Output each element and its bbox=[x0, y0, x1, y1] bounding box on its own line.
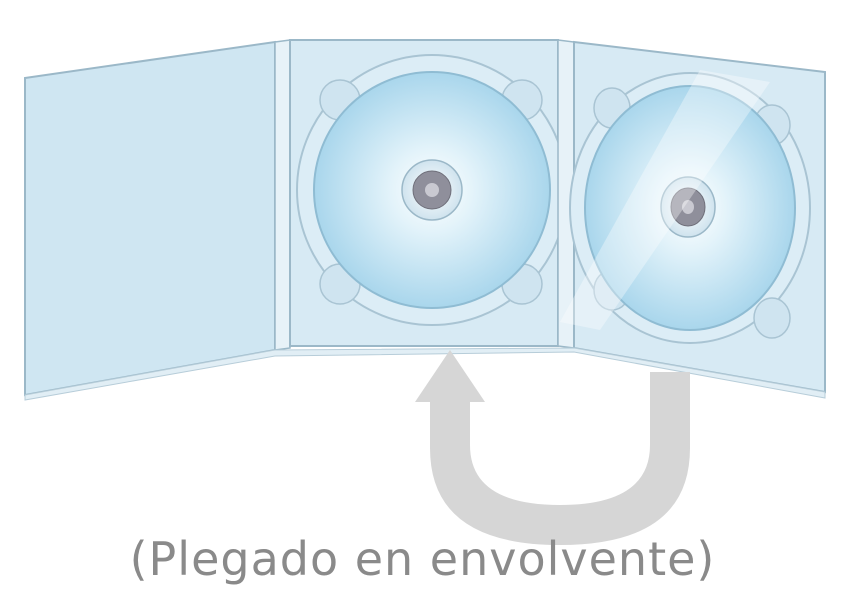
u-turn-arrow-icon bbox=[415, 350, 690, 545]
right-tray-panel bbox=[560, 40, 826, 394]
left-hinge bbox=[274, 39, 291, 351]
tray-clip bbox=[753, 297, 791, 339]
figure-caption: (Plegado en envolvente) bbox=[129, 532, 716, 586]
left-flap-panel bbox=[24, 40, 276, 397]
center-tray-panel bbox=[289, 39, 568, 347]
